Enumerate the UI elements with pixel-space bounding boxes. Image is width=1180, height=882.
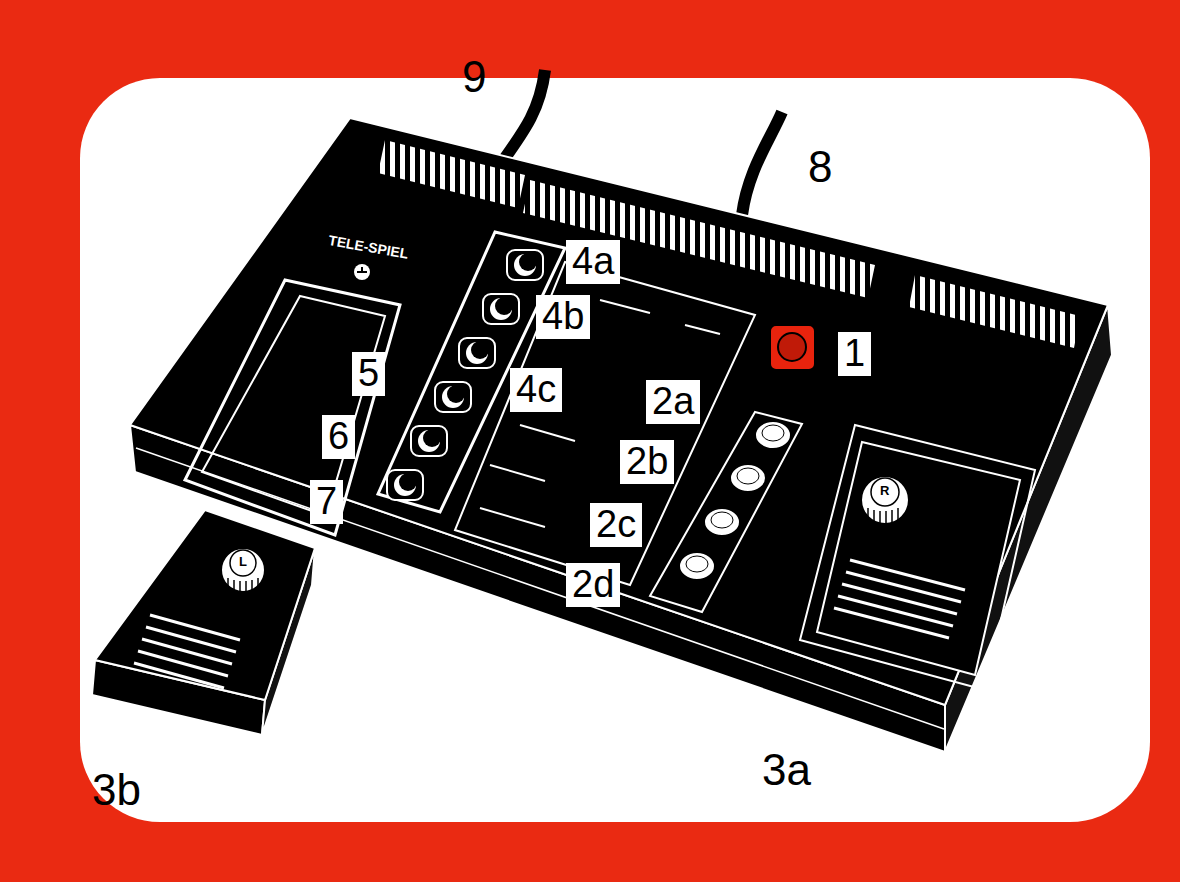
cable bbox=[500, 70, 545, 165]
cartridge-slot bbox=[185, 280, 400, 535]
callout-number: 3b bbox=[92, 765, 141, 816]
callout-number: 2d bbox=[566, 563, 620, 607]
power-button bbox=[770, 325, 815, 370]
callout-number: 1 bbox=[838, 332, 871, 376]
callout-number: 7 bbox=[310, 480, 343, 524]
vent bbox=[523, 180, 875, 298]
instruction-panel bbox=[455, 262, 755, 585]
callout-number: 5 bbox=[352, 352, 385, 396]
button-panel bbox=[378, 232, 565, 512]
callout-number: 8 bbox=[808, 142, 832, 193]
vent bbox=[909, 275, 1080, 348]
callout-number: 2c bbox=[590, 503, 642, 547]
cable bbox=[742, 112, 782, 215]
vent bbox=[378, 140, 525, 208]
callout-number: 4b bbox=[536, 295, 590, 339]
knob bbox=[861, 476, 909, 524]
mode-buttons bbox=[679, 421, 791, 580]
callout-number: 9 bbox=[462, 52, 486, 103]
knob-letter: L bbox=[239, 555, 247, 570]
callout-number: 3a bbox=[762, 745, 811, 796]
white-panel bbox=[80, 78, 1150, 822]
callout-number: 4a bbox=[566, 240, 620, 284]
callout-number: 2b bbox=[620, 440, 674, 484]
callout-number: 6 bbox=[322, 415, 355, 459]
knob-letter: R bbox=[880, 484, 889, 499]
knob bbox=[221, 548, 265, 592]
callout-number: 2a bbox=[646, 380, 700, 424]
callout-number: 4c bbox=[510, 368, 562, 412]
right-controller bbox=[800, 425, 1035, 690]
